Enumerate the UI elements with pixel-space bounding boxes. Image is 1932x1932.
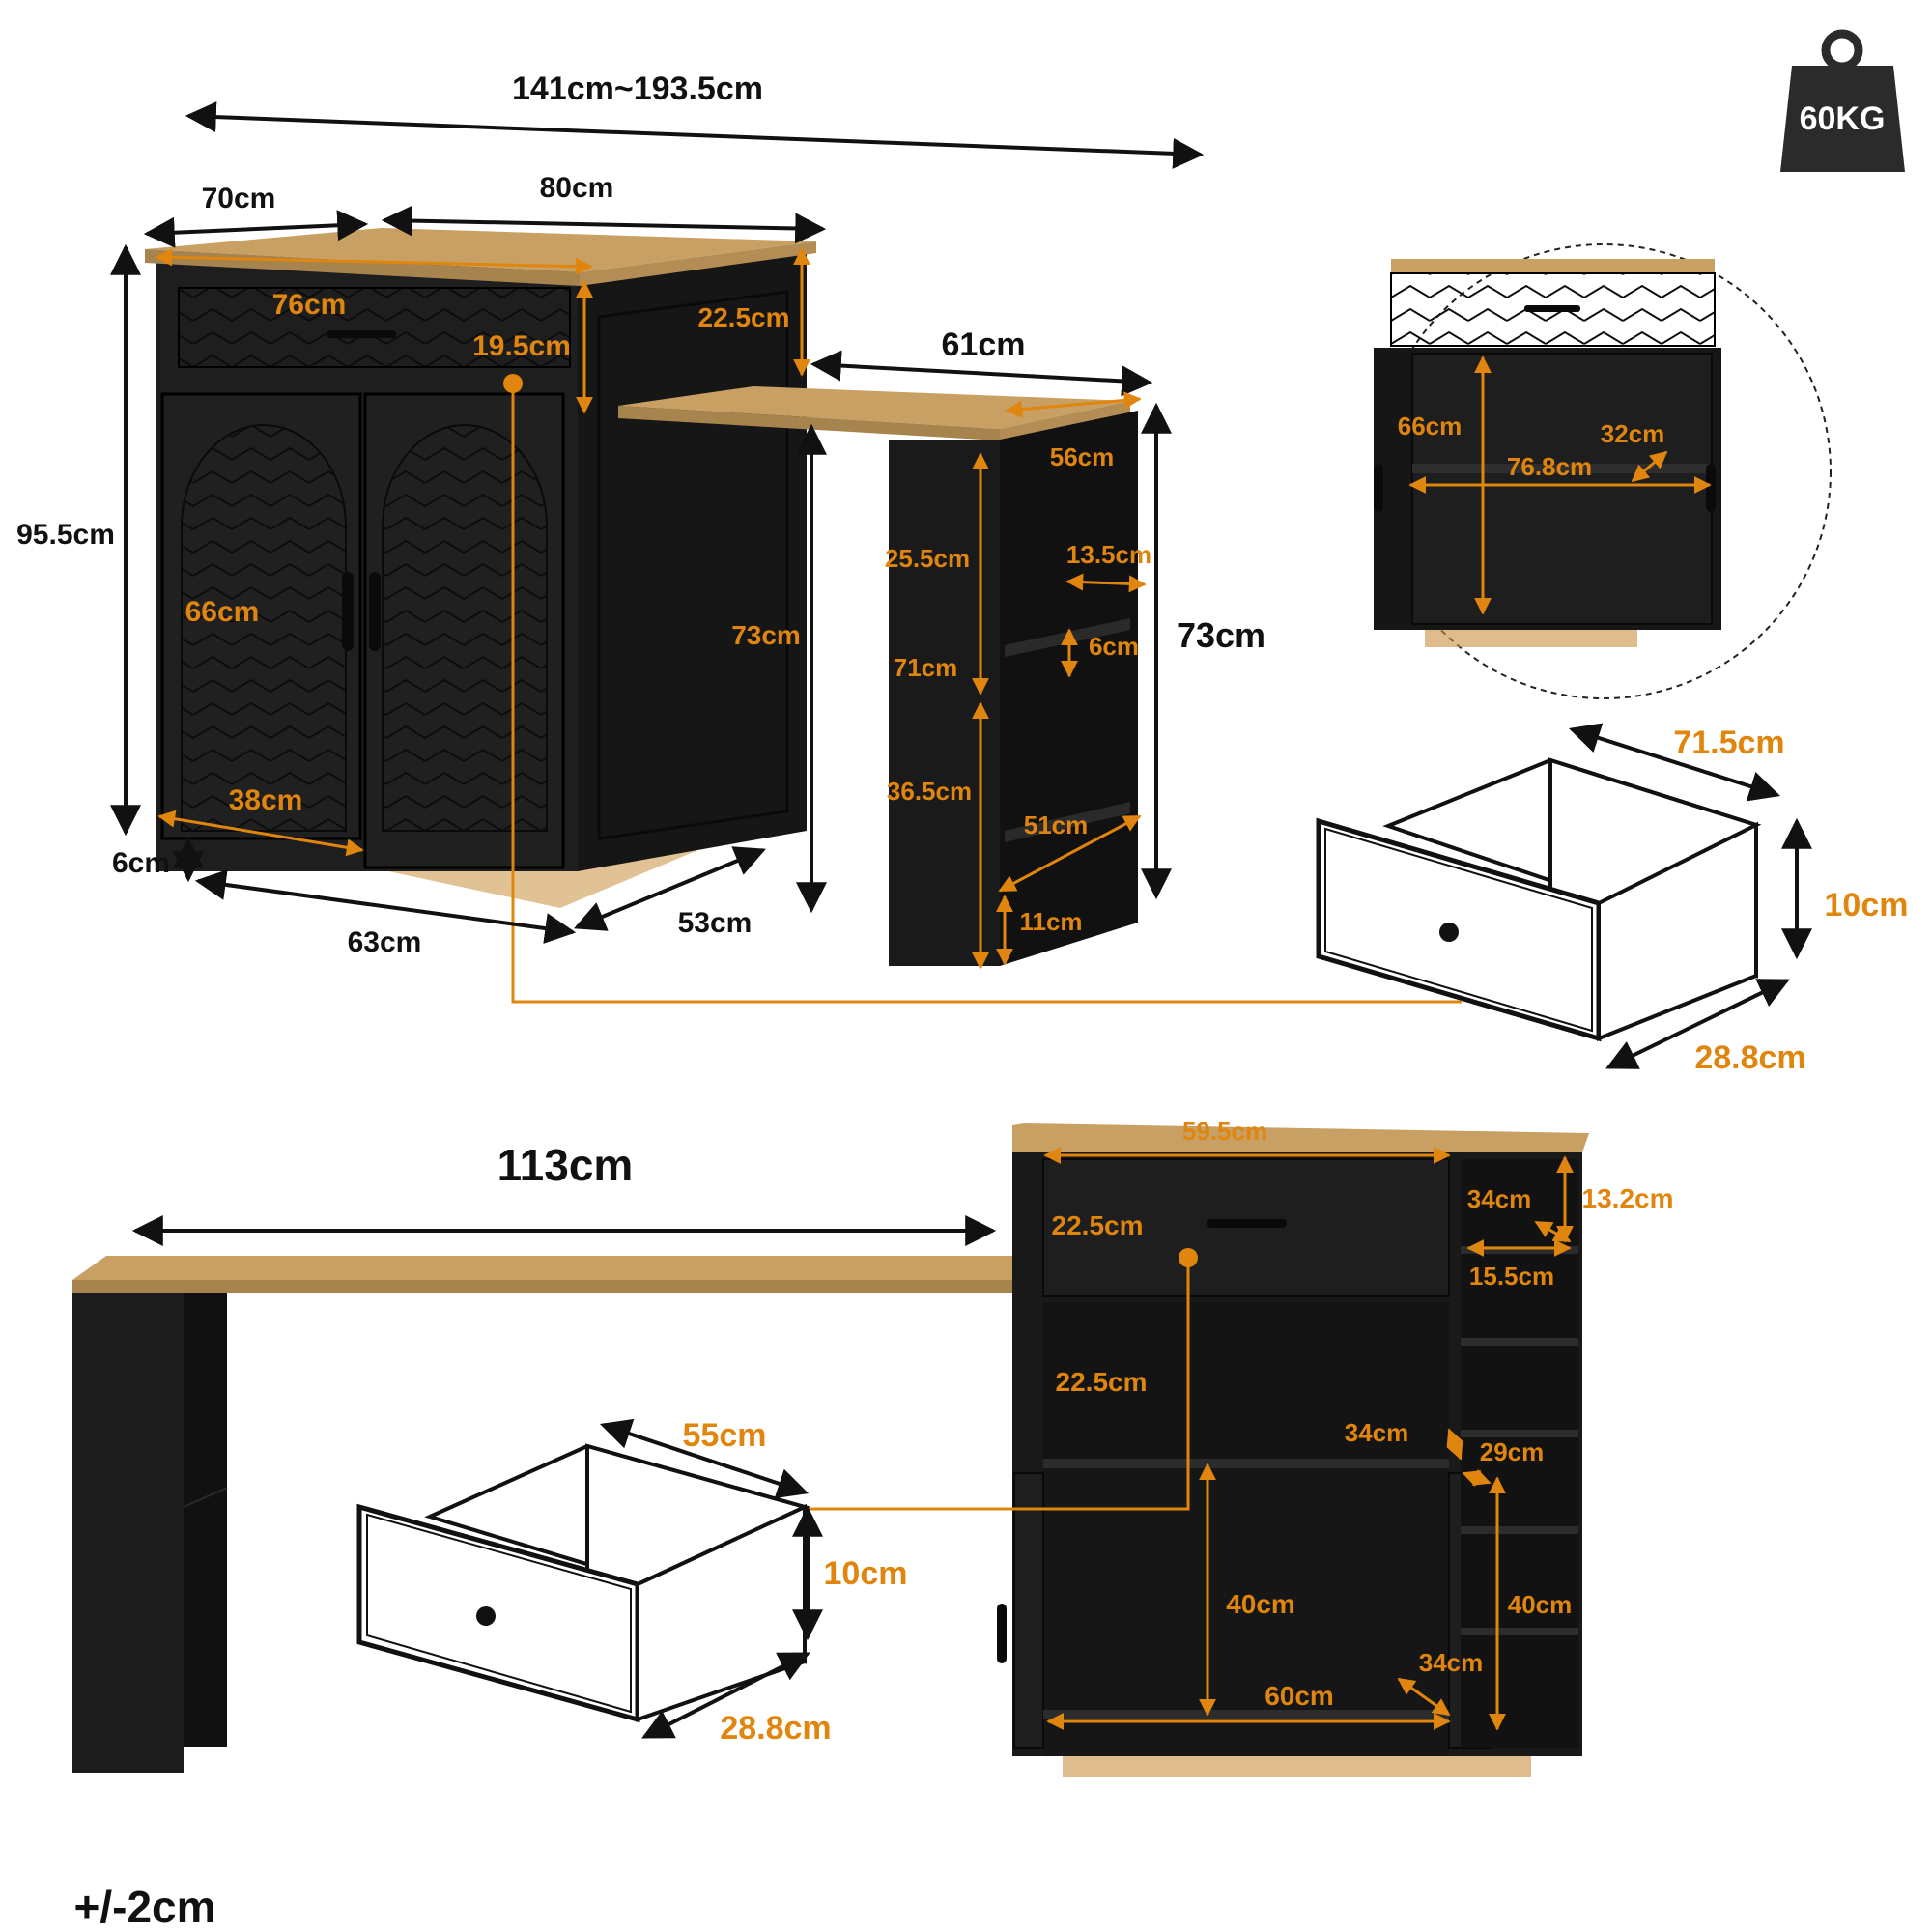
drawer-width-label: 76cm <box>272 289 347 321</box>
back-cabinet <box>997 1123 1589 1777</box>
leader-dot-bottom <box>1179 1248 1198 1267</box>
black-dimension-lines <box>110 101 1812 1739</box>
cabinet-depth-label: 34cm <box>1419 1648 1484 1677</box>
top-drawer-height-label: 10cm <box>1825 887 1909 923</box>
extension-depth-label: 56cm <box>1050 442 1115 471</box>
leader-lines <box>511 384 1462 1511</box>
bottom-drawer-width-label: 28.8cm <box>720 1710 831 1747</box>
weight-ring-icon <box>1821 29 1863 71</box>
bottom-drawer-height-label: 10cm <box>824 1555 908 1592</box>
bottom-drawer-box <box>356 1443 810 1723</box>
side-shelf-depth-label: 34cm <box>1467 1184 1532 1213</box>
extension-height-label: 73cm <box>1177 615 1265 655</box>
upper-shelf-label: 25.5cm <box>885 544 970 573</box>
back-table-length-label: 113cm <box>497 1140 634 1190</box>
base-width-label: 63cm <box>348 926 422 958</box>
leader-dot-top <box>503 374 523 393</box>
top-drawer-width-label: 28.8cm <box>1694 1039 1805 1076</box>
front-cabinet <box>145 228 816 908</box>
interior-width-label: 76.8cm <box>1507 452 1592 481</box>
extension-length-label: 61cm <box>942 327 1026 363</box>
drawer-height-label: 19.5cm <box>472 330 571 362</box>
door-width-label: 38cm <box>229 784 303 816</box>
weight-badge-label: 60KG <box>1800 100 1886 137</box>
bottom-drawer-depth-label: 55cm <box>683 1417 767 1454</box>
side-shelf-height-label: 13.2cm <box>1582 1183 1674 1213</box>
leg-depth-label: 51cm <box>1024 810 1089 839</box>
top-drawer-box <box>1316 757 1762 1042</box>
weight-badge: 60KG <box>1780 29 1905 172</box>
interior-detail <box>1374 243 1832 699</box>
lower-shelf-label: 36.5cm <box>887 777 972 806</box>
door-height-label: 66cm <box>185 596 260 628</box>
overall-depth-label: 70cm <box>202 183 276 214</box>
weight-icon <box>1780 66 1905 172</box>
base-depth-label: 53cm <box>678 907 753 939</box>
interior-shelf-depth-label: 32cm <box>1601 419 1665 448</box>
side-height-label: 73cm <box>731 620 801 650</box>
black-labels: 141cm~193.5cm 70cm 80cm 95.5cm 6cm 63cm … <box>16 71 1265 1932</box>
bottom-gap-label: 11cm <box>1019 907 1082 936</box>
inner-shelf-depth-label: 34cm <box>1345 1418 1409 1447</box>
shelf-thickness-label: 6cm <box>1089 632 1139 661</box>
side-shelf-width-label: 15.5cm <box>1469 1262 1554 1291</box>
orange-dimension-lines <box>155 247 1712 1731</box>
shelf-width-label: 13.5cm <box>1066 540 1151 569</box>
interior-height-label: 66cm <box>1398 412 1463 440</box>
open-shelf-height-label: 22.5cm <box>1056 1367 1148 1397</box>
leg-inner-height-label: 71cm <box>894 653 958 682</box>
cabinet-width-label: 60cm <box>1264 1681 1334 1711</box>
tolerance-label: +/-2cm <box>73 1882 215 1932</box>
long-table <box>72 1256 1017 1773</box>
cabinet-height-label: 40cm <box>1226 1589 1295 1619</box>
overall-extended-width-label: 141cm~193.5cm <box>512 71 763 107</box>
top-to-drawer-label: 22.5cm <box>698 302 790 332</box>
top-drawer-depth-label: 71.5cm <box>1673 724 1784 761</box>
orange-labels: 76cm 19.5cm 22.5cm 66cm 38cm 73cm 56cm 2… <box>185 289 1909 1747</box>
plinth-height-label: 6cm <box>112 847 170 879</box>
overall-top-width-label: 80cm <box>540 172 614 204</box>
side-height-back-label: 40cm <box>1508 1590 1573 1619</box>
side-gap-label: 29cm <box>1480 1437 1545 1466</box>
overall-height-label: 95.5cm <box>16 519 115 551</box>
back-drawer-height-label: 22.5cm <box>1052 1210 1144 1240</box>
back-drawer-width-label: 59.5cm <box>1182 1117 1267 1146</box>
